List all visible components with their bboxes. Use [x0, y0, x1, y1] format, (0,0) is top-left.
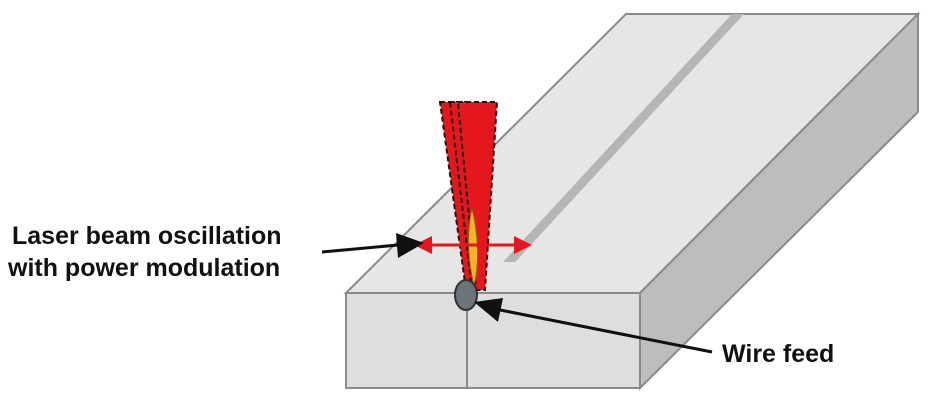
laser-beam-right-cone: [448, 101, 499, 291]
wire-feed-wire: [454, 279, 478, 311]
weld-groove: [503, 14, 744, 262]
label-oscillation-line2: with power modulation: [7, 254, 280, 282]
wire-feed-pointer-arrow: [474, 298, 713, 354]
oscillation-arrow-left-head-icon: [414, 236, 432, 254]
label-oscillation-line1: Laser beam oscillation: [12, 222, 282, 250]
oscillation-double-arrow: [414, 236, 532, 254]
oscillation-pointer-arrow: [321, 233, 424, 258]
oscillation-pointer-head-icon: [396, 233, 424, 258]
laser-beam: [438, 101, 499, 291]
workpiece: [343, 11, 921, 391]
label-wire-feed: Wire feed: [722, 340, 834, 368]
wire-feed-pointer-head-icon: [474, 298, 503, 322]
oscillation-arrow-right-head-icon: [514, 236, 532, 254]
